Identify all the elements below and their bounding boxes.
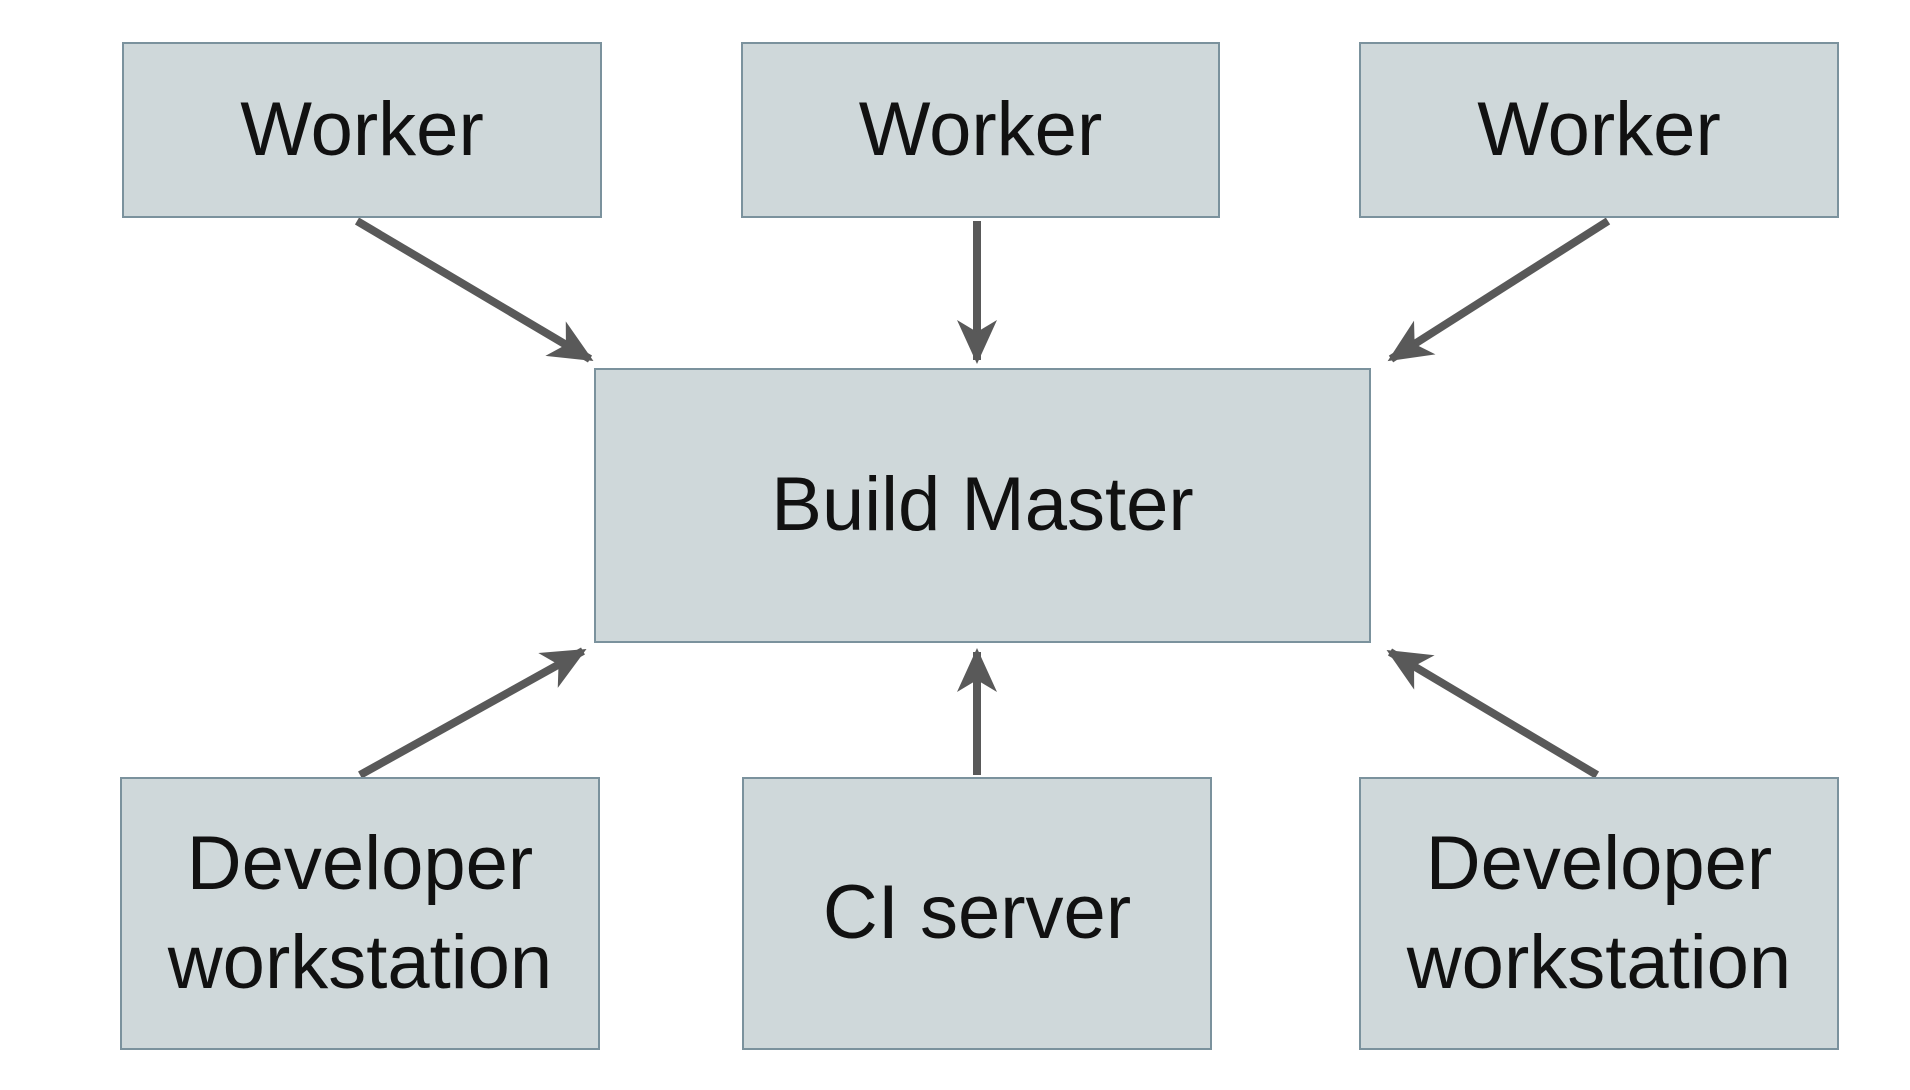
node-worker-2-label: Worker [858, 86, 1103, 172]
node-build-master: Build Master [594, 368, 1371, 643]
arrow-devworkstation-right-to-buildmaster [1386, 648, 1600, 779]
node-developer-workstation-left: Developer workstation [120, 777, 600, 1050]
node-build-master-label: Build Master [771, 462, 1194, 548]
node-worker-1-label: Worker [240, 86, 484, 172]
node-worker-3: Worker [1359, 42, 1839, 218]
node-ci-server-label: CI server [822, 870, 1132, 956]
node-worker-1: Worker [122, 42, 602, 218]
node-developer-workstation-right: Developer workstation [1359, 777, 1839, 1050]
node-worker-2: Worker [741, 42, 1220, 218]
arrow-worker3-to-buildmaster [1387, 217, 1611, 363]
node-developer-workstation-right-label: Developer workstation [1406, 820, 1792, 1005]
arrow-worker1-to-buildmaster [354, 217, 594, 363]
node-developer-workstation-left-label: Developer workstation [167, 820, 553, 1005]
arrow-devworkstation-left-to-buildmaster [358, 647, 587, 779]
node-worker-3-label: Worker [1477, 86, 1721, 172]
node-ci-server: CI server [742, 777, 1212, 1050]
